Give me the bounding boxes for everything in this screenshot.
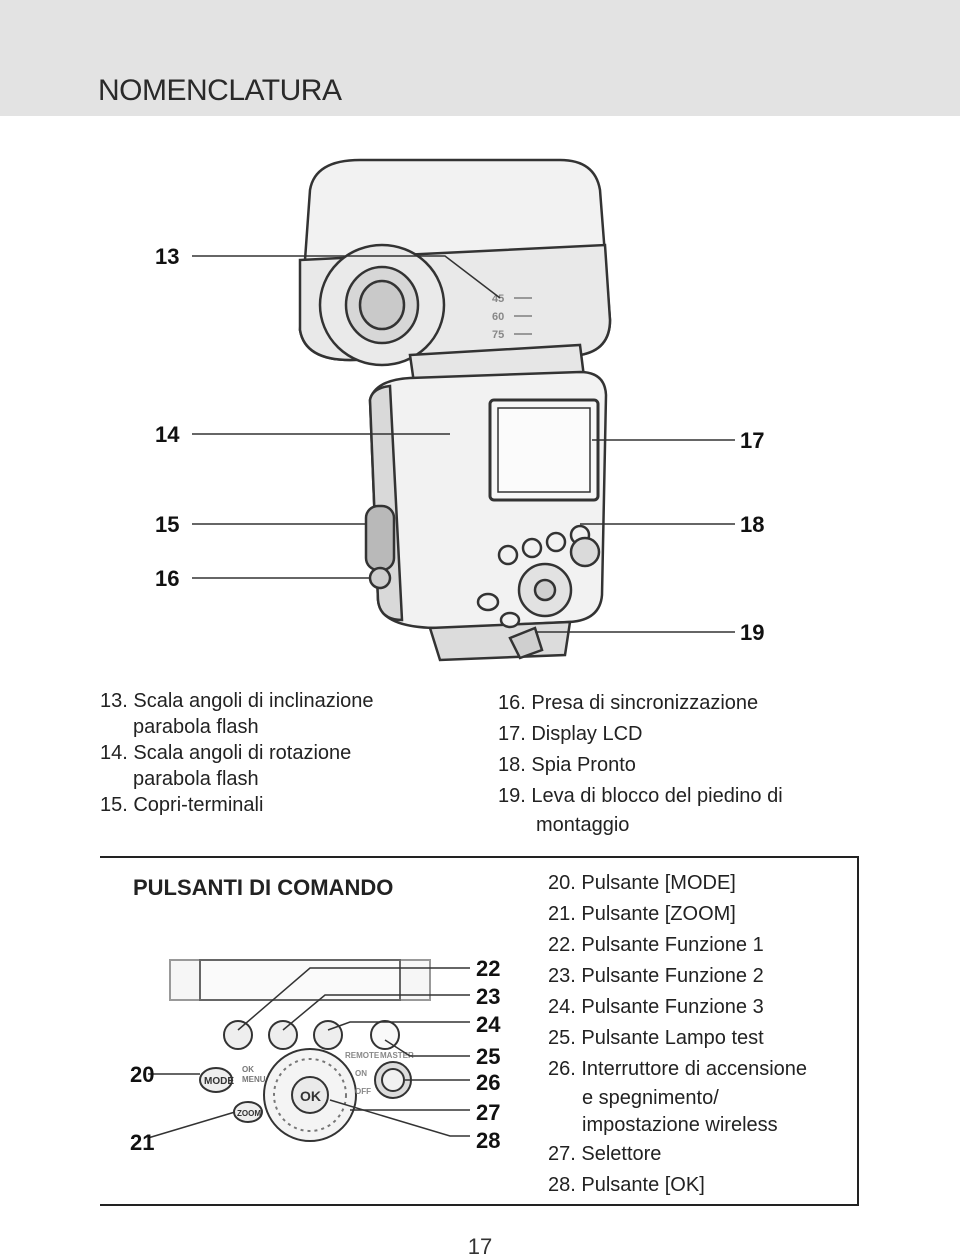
caption-14: 14. Scala angoli di rotazione — [100, 742, 352, 764]
control-buttons-illustration: MODE ZOOM OK OK MENU REMOTE MASTER ON OF… — [147, 959, 470, 1142]
ok-menu-label: OK — [242, 1065, 254, 1074]
list-item-22: 22. Pulsante Funzione 1 — [548, 934, 764, 956]
list-item-23: 23. Pulsante Funzione 2 — [548, 965, 764, 987]
captions-right: 16. Presa di sincronizzazione 17. Displa… — [498, 688, 783, 838]
list-item-28: 28. Pulsante [OK] — [548, 1174, 705, 1196]
panel-title: PULSANTI DI COMANDO — [133, 875, 394, 900]
tilt-mark-75: 75 — [492, 329, 504, 341]
callout-24: 24 — [476, 1012, 501, 1037]
off-label: OFF — [355, 1087, 371, 1096]
callout-19: 19 — [740, 620, 765, 645]
menu-label: MENU — [242, 1075, 266, 1084]
callout-25: 25 — [476, 1044, 501, 1069]
list-item-21: 21. Pulsante [ZOOM] — [548, 903, 736, 925]
list-item-26-cont2: impostazione wireless — [582, 1114, 778, 1136]
callout-22: 22 — [476, 956, 501, 981]
caption-18: 18. Spia Pronto — [498, 754, 636, 776]
caption-13: 13. Scala angoli di inclinazione — [100, 690, 374, 712]
master-label: MASTER — [380, 1051, 414, 1060]
captions-left: 13. Scala angoli di inclinazione parabol… — [100, 688, 374, 818]
on-label: ON — [355, 1069, 367, 1078]
page-number: 17 — [467, 1234, 493, 1259]
list-item-20: 20. Pulsante [MODE] — [548, 872, 736, 894]
callout-21: 21 — [130, 1130, 155, 1155]
caption-14-cont: parabola flash — [133, 768, 259, 790]
callout-14: 14 — [155, 422, 180, 447]
mode-button-label: MODE — [204, 1076, 234, 1087]
callout-17: 17 — [740, 428, 765, 453]
caption-15: 15. Copri-terminali — [100, 794, 264, 816]
callout-23: 23 — [476, 984, 501, 1009]
list-item-26-cont: e spegnimento/ — [582, 1087, 719, 1109]
page-header: NOMENCLATURA — [0, 0, 960, 116]
callout-16: 16 — [155, 566, 180, 591]
ok-button-label: OK — [300, 1088, 321, 1104]
callout-13: 13 — [155, 244, 180, 269]
callout-18: 18 — [740, 512, 765, 537]
tilt-mark-45: 45 — [492, 293, 504, 305]
callout-26: 26 — [476, 1070, 501, 1095]
caption-13-cont: parabola flash — [133, 716, 259, 738]
caption-19-cont: montaggio — [536, 814, 630, 836]
zoom-button-label: ZOOM — [237, 1109, 261, 1118]
caption-16: 16. Presa di sincronizzazione — [498, 692, 759, 714]
page-title: NOMENCLATURA — [98, 74, 342, 107]
caption-17: 17. Display LCD — [498, 723, 643, 745]
callout-28: 28 — [476, 1128, 501, 1153]
callout-15: 15 — [155, 512, 180, 537]
tilt-mark-60: 60 — [492, 311, 504, 323]
list-item-26: 26. Interruttore di accensione — [548, 1058, 808, 1080]
control-buttons-panel — [100, 856, 859, 1206]
list-item-25: 25. Pulsante Lampo test — [548, 1027, 764, 1049]
callout-20: 20 — [130, 1062, 155, 1087]
flash-unit-illustration: 45 60 75 — [192, 158, 735, 662]
remote-label: REMOTE — [345, 1051, 380, 1060]
control-buttons-list: 20. Pulsante [MODE] 21. Pulsante [ZOOM] … — [548, 868, 807, 1201]
list-item-24: 24. Pulsante Funzione 3 — [548, 996, 764, 1018]
callout-27: 27 — [476, 1100, 501, 1125]
caption-19: 19. Leva di blocco del piedino di — [498, 785, 783, 807]
list-item-27: 27. Selettore — [548, 1143, 662, 1165]
